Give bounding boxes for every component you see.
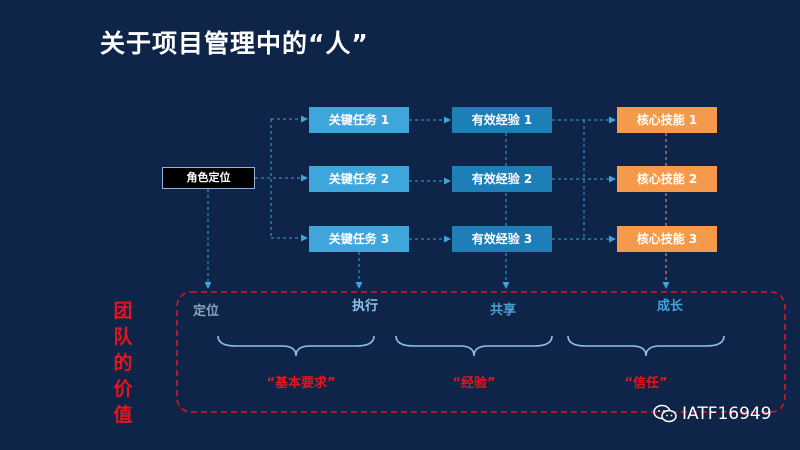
quote-experience: “经验”	[452, 376, 496, 391]
team-value-frame	[176, 291, 786, 413]
stage-position: 定位	[193, 304, 220, 319]
watermark: IATF16949	[652, 404, 772, 424]
stage-growth: 成长	[657, 299, 684, 314]
task-box-2: 关键任务 2	[309, 166, 409, 192]
experience-box-3: 有效经验 3	[452, 226, 552, 252]
quote-basic-requirement: “基本要求”	[266, 376, 336, 391]
wechat-icon	[653, 404, 677, 423]
task-box-1: 关键任务 1	[309, 107, 409, 133]
skill-box-2: 核心技能 2	[617, 166, 717, 192]
experience-box-2: 有效经验 2	[452, 166, 552, 192]
skill-box-1: 核心技能 1	[617, 107, 717, 133]
quote-trust: “信任”	[624, 376, 668, 391]
team-value-label: 团队的价值	[113, 300, 133, 426]
watermark-text: IATF16949	[682, 404, 772, 424]
stage-share: 共享	[490, 303, 517, 318]
skill-box-3: 核心技能 3	[617, 226, 717, 252]
page-title: 关于项目管理中的“人”	[100, 29, 369, 58]
role-positioning-box: 角色定位	[162, 167, 255, 189]
task-box-3: 关键任务 3	[309, 226, 409, 252]
stage-execute: 执行	[352, 299, 379, 314]
experience-box-1: 有效经验 1	[452, 107, 552, 133]
